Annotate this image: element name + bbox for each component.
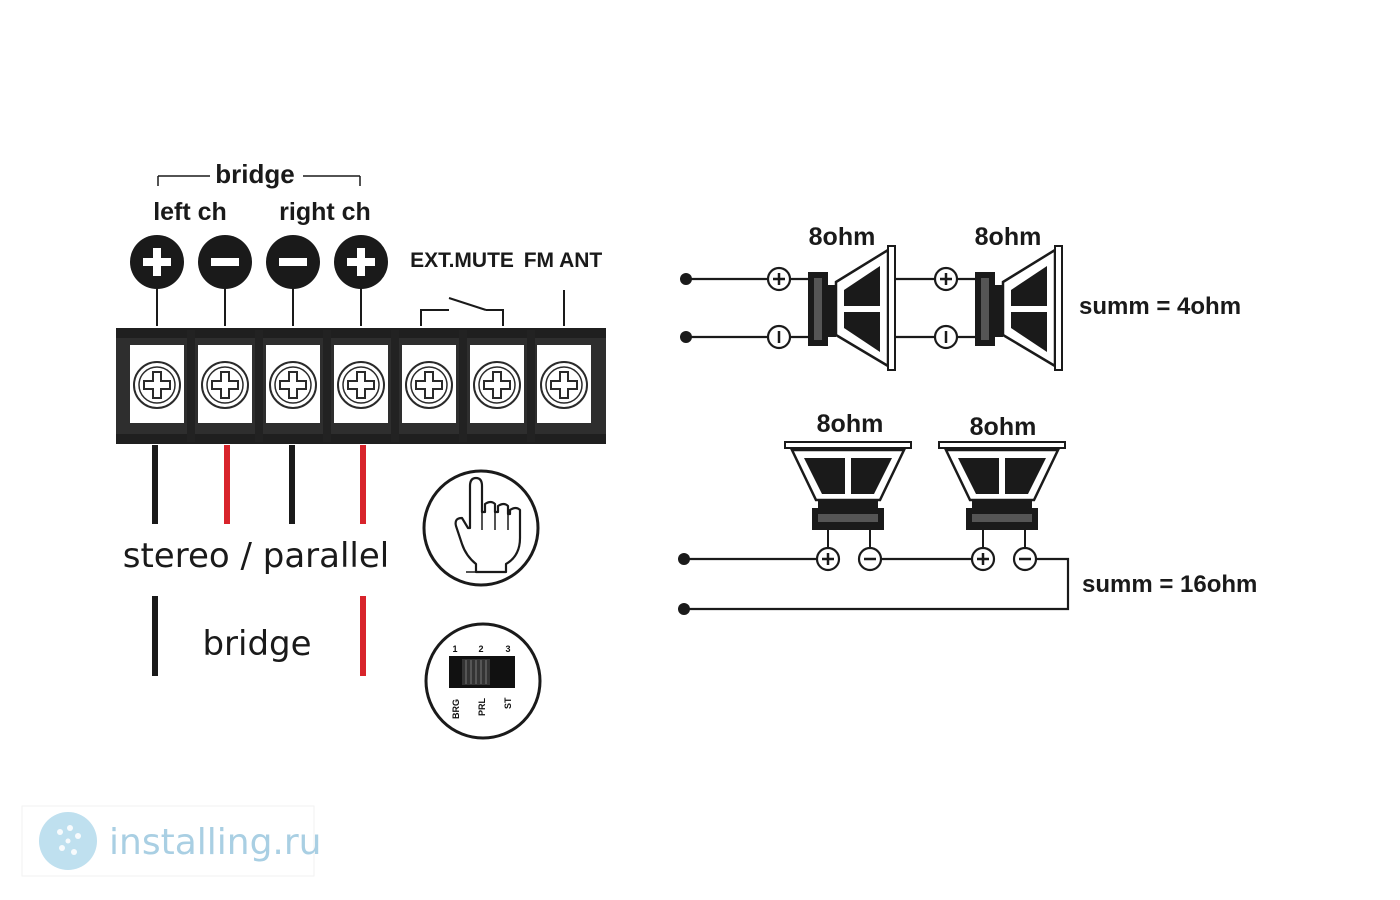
switch-mode-prl: PRL <box>477 697 487 716</box>
parallel-speaker-diagram: 8ohm 8ohm <box>680 223 1241 371</box>
minus-marker-icon <box>933 324 959 350</box>
parallel-sum-label: summ = 4ohm <box>1079 293 1241 320</box>
fm-ant-label: FM ANT <box>524 249 603 272</box>
phillips-screw-icon <box>334 345 388 423</box>
plus-marker-icon <box>815 546 841 572</box>
switch-position-3: 3 <box>505 644 510 654</box>
right-minus-terminal-icon <box>266 235 320 326</box>
speaker-front-icon <box>784 441 912 530</box>
plus-marker-icon <box>970 546 996 572</box>
mode-switch-icon: 1 2 3 BRG PRL ST <box>424 622 542 740</box>
ext-mute-label: EXT.MUTE <box>410 249 514 272</box>
switch-mode-st: ST <box>503 697 513 709</box>
phillips-screw-icon <box>130 345 184 423</box>
screw-row <box>130 330 591 442</box>
watermark-text: installing.ru <box>109 822 321 863</box>
parallel-input-plus-node <box>680 273 692 285</box>
switch-position-2: 2 <box>478 644 483 654</box>
phillips-screw-icon <box>402 345 456 423</box>
phillips-screw-icon <box>537 345 591 423</box>
bridge-bracket-label: bridge <box>215 159 294 189</box>
parallel-speaker-1-ohm: 8ohm <box>809 223 876 251</box>
minus-marker-icon <box>857 546 883 572</box>
parallel-speaker-2-ohm: 8ohm <box>975 223 1042 251</box>
left-minus-terminal-icon <box>198 235 252 326</box>
series-input-minus-node <box>678 603 690 615</box>
series-speaker-2-ohm: 8ohm <box>970 413 1037 441</box>
pointing-hand-icon <box>422 469 540 587</box>
series-speaker-diagram: 8ohm 8ohm <box>678 410 1257 615</box>
phillips-screw-icon <box>470 345 524 423</box>
switch-position-1: 1 <box>452 644 457 654</box>
minus-marker-icon <box>766 324 792 350</box>
parallel-input-minus-node <box>680 331 692 343</box>
speaker-side-icon <box>808 245 896 371</box>
series-sum-label: summ = 16ohm <box>1082 571 1257 598</box>
phillips-screw-icon <box>198 345 252 423</box>
phillips-screw-icon <box>266 345 320 423</box>
terminal-block-group: bridge left ch right ch EXT.MUTE FM ANT <box>116 159 606 740</box>
right-plus-terminal-icon <box>334 235 388 326</box>
minus-marker-icon <box>1012 546 1038 572</box>
speaker-front-icon <box>938 441 1066 530</box>
mute-switch-symbol <box>420 297 504 326</box>
series-speaker-1-ohm: 8ohm <box>817 410 884 438</box>
stereo-parallel-label: stereo / parallel <box>123 536 389 576</box>
speaker-side-icon <box>975 245 1063 371</box>
right-channel-label: right ch <box>279 198 371 226</box>
series-input-plus-node <box>678 553 690 565</box>
switch-mode-brg: BRG <box>451 699 461 719</box>
bridge-mode-label: bridge <box>202 624 311 664</box>
plus-marker-icon <box>766 266 792 292</box>
left-plus-terminal-icon <box>130 235 184 326</box>
plus-marker-icon <box>933 266 959 292</box>
left-channel-label: left ch <box>153 198 227 226</box>
watermark: installing.ru <box>21 805 321 877</box>
